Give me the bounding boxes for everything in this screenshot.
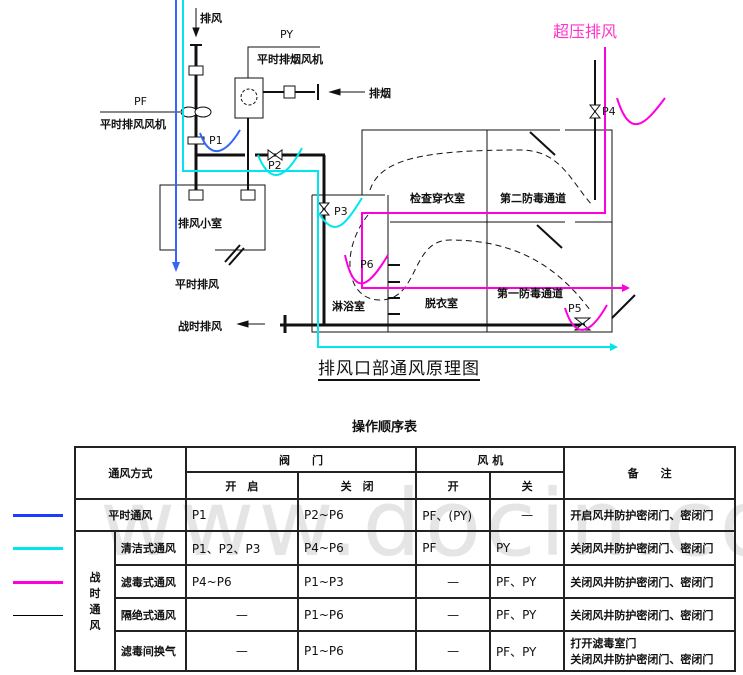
label-peace-exhaust: 平时排风 — [175, 278, 219, 291]
label-pf: PF — [134, 95, 147, 108]
valve-label-p5: P5 — [568, 302, 582, 315]
close-cell: P4~P6 — [296, 530, 418, 566]
table-row: 平时通风 P1 P2~P6 PF、(PY) — 开启风井防护密闭门、密闭门 — [74, 498, 736, 532]
notes-line-1: 打开滤毒室门 — [570, 637, 637, 650]
label-exhaust-fan: 平时排风风机 — [100, 118, 166, 131]
close-cell: P1~P6 — [296, 630, 418, 672]
fan-off-cell: PF、PY — [488, 597, 566, 632]
close-cell: P1~P3 — [296, 564, 418, 599]
label-exhaust-room: 排风小室 — [178, 217, 222, 230]
notes-cell: 打开滤毒室门关闭风井防护密闭门、密闭门 — [563, 630, 736, 672]
table-row: 隔绝式通风 — P1~P6 — PF、PY 关闭风井防护密闭门、密闭门 — [75, 597, 736, 632]
close-cell: P1~P6 — [296, 597, 418, 632]
label-inspect-room: 检查穿衣室 — [410, 192, 465, 205]
mode-cell: 滤毒间换气 — [113, 630, 187, 672]
label-undress-room: 脱衣室 — [425, 297, 458, 310]
table-row: 滤毒式通风 P4~P6 P1~P3 — PF、PY 关闭风井防护密闭门、密闭门 — [75, 564, 736, 599]
legend-clean-line — [13, 547, 63, 550]
ventilation-diagram — [100, 0, 666, 351]
mode-cell: 清洁式通风 — [113, 530, 187, 566]
label-war-exhaust: 战时排风 — [178, 320, 222, 333]
label-smoke-exhaust: 排烟 — [369, 87, 391, 100]
notes-line-2: 关闭风井防护密闭门、密闭门 — [570, 653, 714, 666]
legend-isolate-line — [13, 615, 63, 616]
table-title: 操作顺序表 — [352, 420, 418, 435]
label-smoke-fan: 平时排烟风机 — [257, 53, 323, 66]
fan-on-cell: — — [415, 630, 491, 672]
valve-label-p3: P3 — [334, 205, 348, 218]
fan-on-cell: — — [415, 564, 491, 599]
label-exhaust-top: 排风 — [200, 12, 222, 25]
label-second-channel: 第二防毒通道 — [500, 192, 566, 205]
fan-off-cell: — — [488, 498, 566, 532]
fan-on-cell: PF、(PY) — [415, 498, 491, 532]
notes-cell: 关闭风井防护密闭门、密闭门 — [563, 564, 736, 599]
mode-cell: 隔绝式通风 — [113, 597, 187, 632]
close-cell: P2~P6 — [296, 498, 418, 532]
valve-label-p2: P2 — [268, 159, 282, 172]
table-row: 滤毒间换气 — P1~P6 — PF、PY 打开滤毒室门关闭风井防护密闭门、密闭… — [75, 630, 736, 672]
open-cell: — — [184, 630, 299, 672]
fan-on-cell: PF — [415, 530, 491, 566]
valve-label-p1: P1 — [209, 134, 223, 147]
label-first-channel: 第一防毒通道 — [497, 287, 563, 300]
header-valve-close: 关 闭 — [296, 471, 418, 500]
header-fans: 风 机 — [415, 446, 566, 473]
valve-label-p4: P4 — [602, 105, 616, 118]
legend-filter-line — [13, 581, 63, 584]
header-fan-off: 关 — [488, 471, 566, 500]
header-fan-on: 开 — [415, 471, 491, 500]
header-notes: 备 注 — [563, 446, 736, 500]
diagram-title: 排风口部通风原理图 — [318, 354, 480, 381]
notes-cell: 关闭风井防护密闭门、密闭门 — [563, 530, 736, 566]
open-cell: P4~P6 — [184, 564, 299, 599]
mode-cell: 平时通风 — [74, 498, 187, 532]
fan-off-cell: PY — [488, 530, 566, 566]
header-mode: 通风方式 — [74, 446, 187, 500]
label-py: PY — [280, 28, 294, 41]
valve-label-p6: P6 — [360, 258, 374, 271]
header-valves: 阀 门 — [184, 446, 418, 473]
label-shower-room: 淋浴室 — [332, 300, 365, 313]
mode-cell: 滤毒式通风 — [113, 564, 187, 599]
notes-cell: 关闭风井防护密闭门、密闭门 — [563, 597, 736, 632]
legend-peacetime-line — [13, 514, 63, 517]
fan-on-cell: — — [415, 597, 491, 632]
open-cell: P1 — [184, 498, 299, 532]
fan-off-cell: PF、PY — [488, 630, 566, 672]
table-row: 战时通风 清洁式通风 P1、P2、P3 P4~P6 PF PY 关闭风井防护密闭… — [74, 530, 736, 672]
header-valve-open: 开 启 — [184, 471, 299, 500]
wartime-group-cell: 战时通风 — [74, 530, 116, 672]
operation-sequence-table: 通风方式 阀 门 风 机 备 注 开 启 关 闭 开 关 平时通风 P1 P2~… — [74, 446, 736, 672]
open-cell: — — [184, 597, 299, 632]
overpressure-label: 超压排风 — [553, 22, 618, 41]
open-cell: P1、P2、P3 — [184, 530, 299, 566]
fan-off-cell: PF、PY — [488, 564, 566, 599]
notes-cell: 开启风井防护密闭门、密闭门 — [563, 498, 736, 532]
